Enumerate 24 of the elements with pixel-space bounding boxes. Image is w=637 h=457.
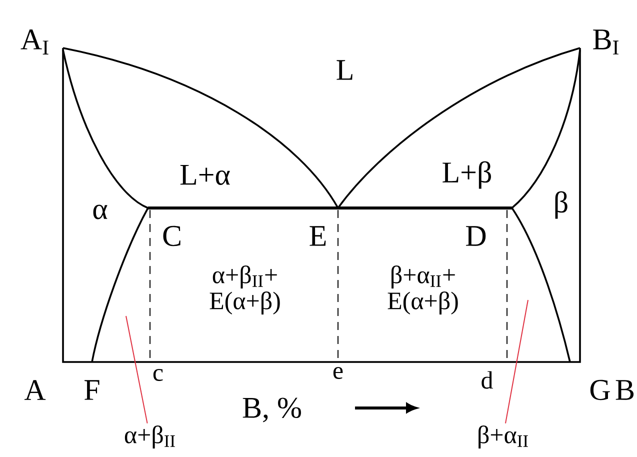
point-label: B [616,380,634,400]
region-label: α+β$_{II}$+ E(α+β) [210,266,280,314]
leader-line [505,299,528,424]
leader-line [126,316,148,424]
point-label: e [333,366,343,379]
region-label: β [555,191,568,219]
point-label: B$_{I}$ [593,30,619,54]
point-label: E [310,226,326,246]
axis-label: B, % [242,398,301,422]
point-label: C [163,226,180,246]
point-label: G [590,380,610,400]
point-label: D [466,226,486,246]
phase-label: β+α$_{II}$ [478,426,528,448]
point-label: F [84,380,100,400]
point-label: c [153,368,163,381]
region-label: L [336,60,352,80]
point-label: A$_{I}$ [20,30,48,54]
region-label: β+α$_{II}$+ E(α+β) [388,266,458,314]
region-label: L+α [180,165,230,185]
region-label: α [93,204,108,220]
point-label: d [482,371,493,389]
point-label: A [24,380,46,400]
region-label: L+β [442,161,491,189]
phase-label: α+β$_{II}$ [124,426,175,448]
